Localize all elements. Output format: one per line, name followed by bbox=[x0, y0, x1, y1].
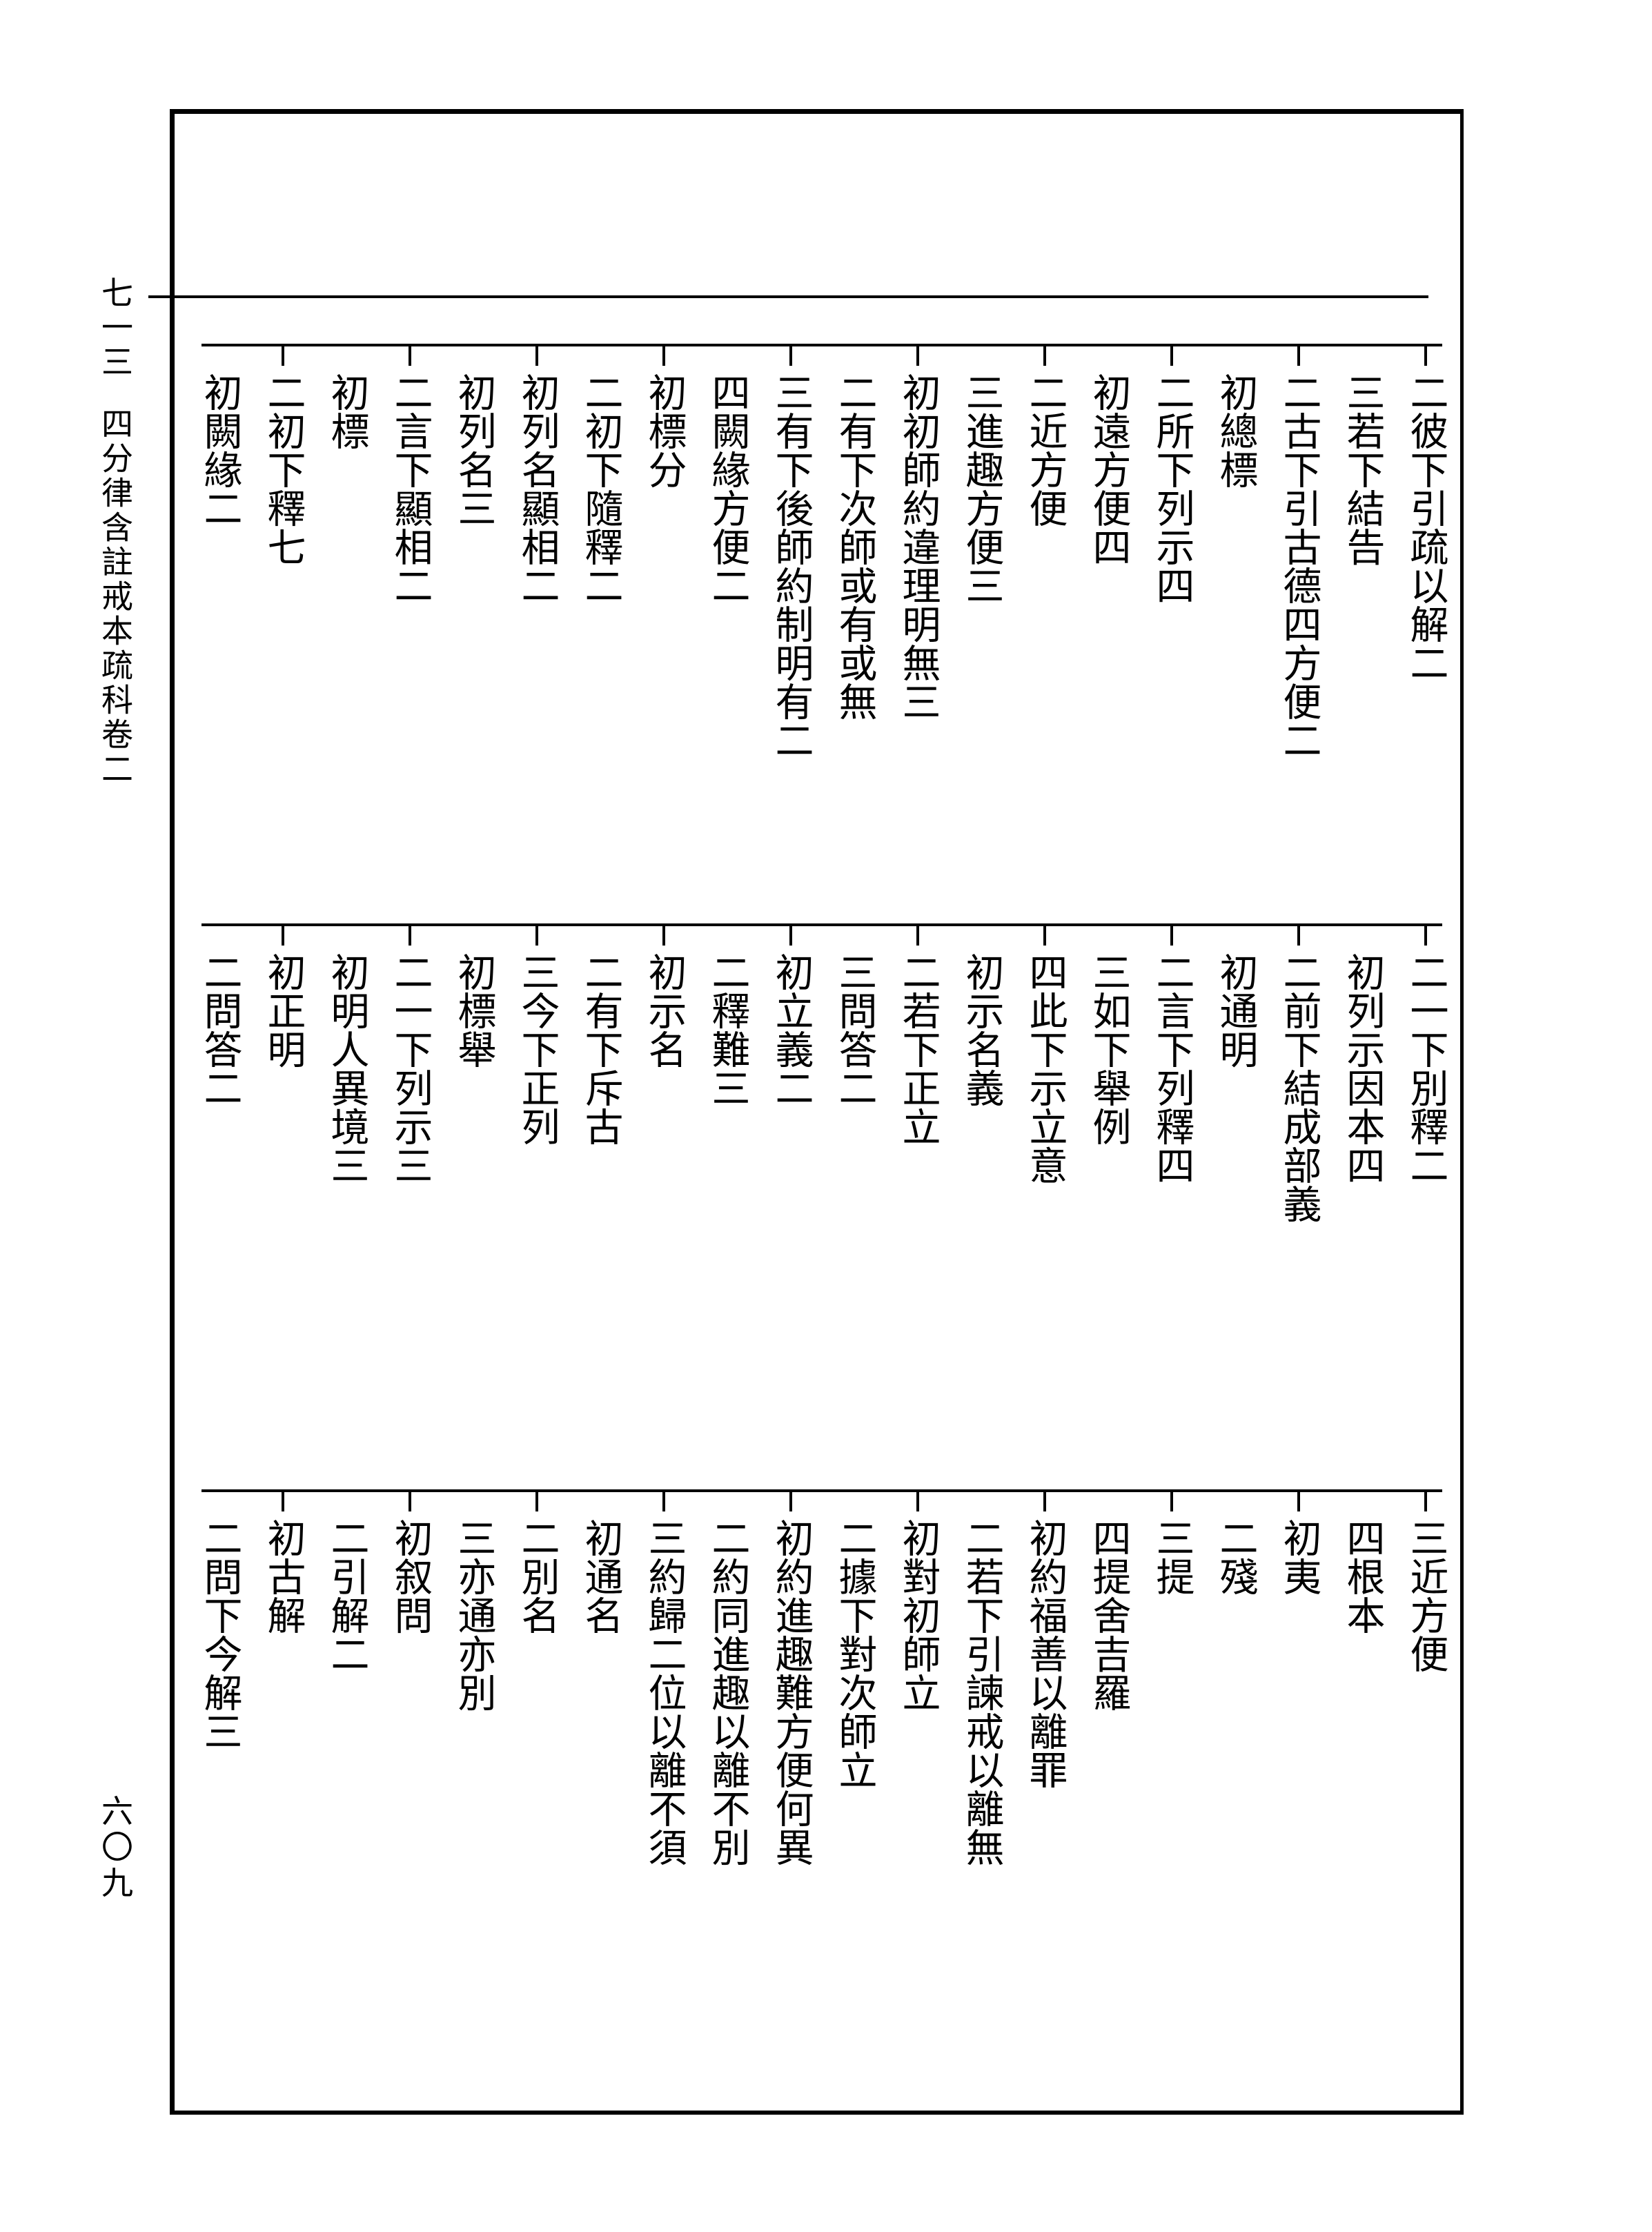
tier2-entry: 二釋難三 bbox=[705, 952, 750, 1107]
tier2-entry: 初立義二 bbox=[769, 952, 814, 1107]
tier1-entry: 初闕緣二 bbox=[197, 373, 242, 527]
tier2-entry: 二一下別釋二 bbox=[1404, 952, 1448, 1184]
tier2-entry: 初示名 bbox=[642, 952, 687, 1068]
tier3-entry: 初夷 bbox=[1277, 1518, 1321, 1596]
tier1-entry: 初標分 bbox=[642, 373, 687, 489]
tier2-entry: 四此下示立意 bbox=[1023, 952, 1068, 1184]
tier2-entry: 二問答二 bbox=[197, 952, 242, 1107]
tier1-entry: 二近方便 bbox=[1023, 373, 1068, 527]
tier3-entry: 二殘 bbox=[1213, 1518, 1258, 1596]
page-frame bbox=[170, 109, 1464, 2115]
tier1-entry: 初初師約違理明無三 bbox=[896, 373, 941, 721]
tier2-entry: 三如下舉例 bbox=[1086, 952, 1131, 1146]
tier1-entry: 二彼下引疏以解二 bbox=[1404, 373, 1448, 682]
tier3-entry: 三近方便 bbox=[1404, 1518, 1448, 1673]
tier2-entry: 二一下列示三 bbox=[388, 952, 433, 1184]
tier1-entry: 三若下結告 bbox=[1340, 373, 1385, 566]
tier2-entry: 初通明 bbox=[1213, 952, 1258, 1068]
tier3-entry: 初約福善以離罪 bbox=[1023, 1518, 1068, 1789]
tier3-entry: 二據下對次師立 bbox=[832, 1518, 877, 1789]
tier2-entry: 初示名義 bbox=[959, 952, 1004, 1107]
tier1-entry: 四闕緣方便二 bbox=[705, 373, 750, 605]
tier3-entry: 二若下引諫戒以離無 bbox=[959, 1518, 1004, 1866]
tier3-entry: 三約歸二位以離不須 bbox=[642, 1518, 687, 1866]
tier3-entry: 二引解二 bbox=[324, 1518, 369, 1673]
tier1-entry: 二初下釋七 bbox=[261, 373, 306, 566]
top-number: 七一三 bbox=[97, 276, 134, 380]
tier1-entry: 三進趣方便三 bbox=[959, 373, 1004, 605]
tier2-entry: 三今下正列 bbox=[515, 952, 560, 1146]
page-header-title: 七一三四分律含註戒本疏科卷二 bbox=[97, 276, 138, 787]
tier3-entry: 四根本 bbox=[1340, 1518, 1385, 1634]
tier3-entry: 初對初師立 bbox=[896, 1518, 941, 1712]
tier3-entry: 四提舍吉羅 bbox=[1086, 1518, 1131, 1712]
tier3-entry: 二約同進趣以離不別 bbox=[705, 1518, 750, 1866]
tier1-entry: 初列名顯相二 bbox=[515, 373, 560, 605]
tier1-entry: 二古下引古德四方便二 bbox=[1277, 373, 1321, 759]
tier1-entry: 二有下次師或有或無 bbox=[832, 373, 877, 721]
page-number: 六〇九 bbox=[97, 1794, 134, 1902]
tier2-entry: 初標舉 bbox=[451, 952, 496, 1068]
tier3-entry: 初叙問 bbox=[388, 1518, 433, 1634]
tier2-entry: 二若下正立 bbox=[896, 952, 941, 1146]
tier1-entry: 初標 bbox=[324, 373, 369, 450]
tier1-entry: 三有下後師約制明有二 bbox=[769, 373, 814, 759]
tier3-entry: 初約進趣難方便何異 bbox=[769, 1518, 814, 1866]
tier2-entry: 二有下斥古 bbox=[578, 952, 623, 1146]
tier3-entry: 三亦通亦別 bbox=[451, 1518, 496, 1712]
tier2-entry: 二言下列釋四 bbox=[1150, 952, 1194, 1184]
tier3-entry: 三提 bbox=[1150, 1518, 1194, 1596]
tier2-entry: 初明人異境三 bbox=[324, 952, 369, 1184]
tier3-entry: 初通名 bbox=[578, 1518, 623, 1634]
tier1-entry: 初遠方便四 bbox=[1086, 373, 1131, 566]
tier3-entry: 初古解 bbox=[261, 1518, 306, 1634]
tier1-entry: 初列名三 bbox=[451, 373, 496, 527]
tier1-entry: 初總標 bbox=[1213, 373, 1258, 489]
tier2-entry: 二前下結成部義 bbox=[1277, 952, 1321, 1223]
book-title: 四分律含註戒本疏科卷二 bbox=[97, 407, 134, 787]
tier2-entry: 三問答二 bbox=[832, 952, 877, 1107]
tier3-entry: 二別名 bbox=[515, 1518, 560, 1634]
tier1-entry: 二所下列示四 bbox=[1150, 373, 1194, 605]
tier2-entry: 初列示因本四 bbox=[1340, 952, 1385, 1184]
tier1-entry: 二初下隨釋二 bbox=[578, 373, 623, 605]
tier3-entry: 二問下今解三 bbox=[197, 1518, 242, 1750]
tier1-entry: 二言下顯相二 bbox=[388, 373, 433, 605]
tier2-entry: 初正明 bbox=[261, 952, 306, 1068]
